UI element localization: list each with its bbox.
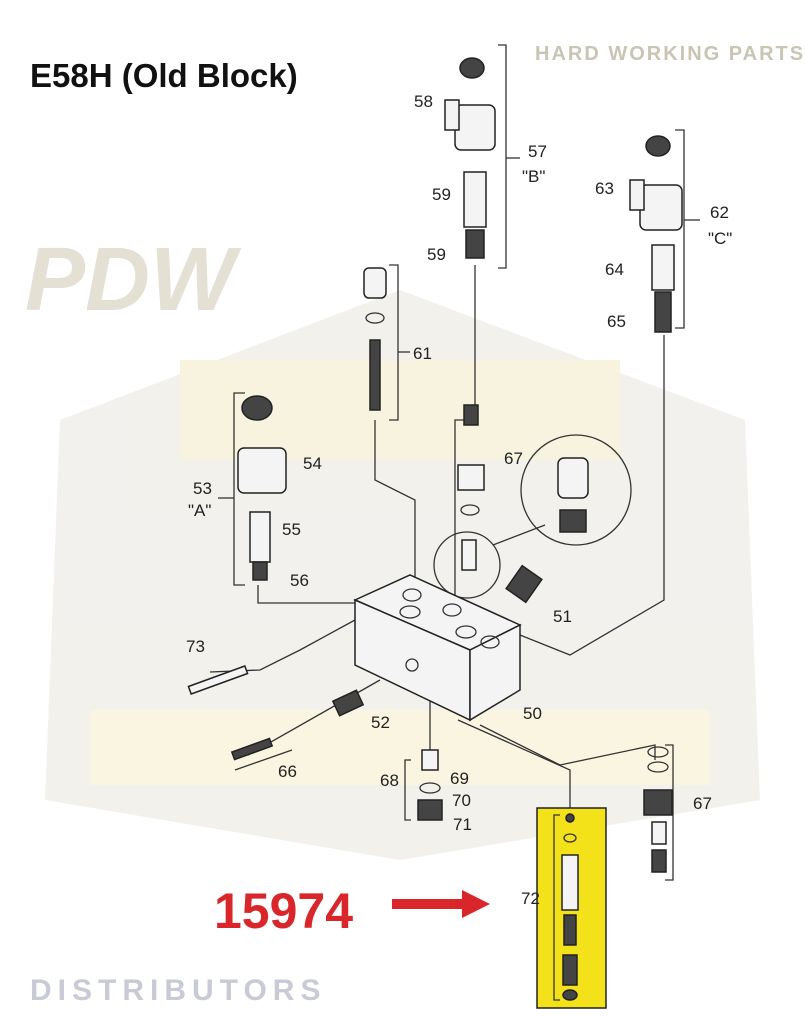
watermark: HARD WORKING PARTS PDW DISTRIBUTORS <box>25 43 805 1007</box>
callout-72: 72 <box>521 889 540 908</box>
highlighted-part-72 <box>536 807 607 1009</box>
callout-51: 51 <box>553 607 572 626</box>
callout-67: 67 <box>693 794 712 813</box>
callout-54: 54 <box>303 454 322 473</box>
callout-c: "C" <box>708 229 732 248</box>
callout-55: 55 <box>282 520 301 539</box>
callout-59: 59 <box>432 185 451 204</box>
callout-59: 59 <box>427 245 446 264</box>
solenoid-valve-c <box>629 135 683 333</box>
callout-b: "B" <box>522 167 545 186</box>
callout-57: 57 <box>528 142 547 161</box>
callout-61: 61 <box>413 344 432 363</box>
relief-valve-67 <box>457 404 589 571</box>
callout-52: 52 <box>371 713 390 732</box>
callout-71: 71 <box>453 815 472 834</box>
callout-66: 66 <box>278 762 297 781</box>
solenoid-valve-b <box>444 57 496 259</box>
callout-a: "A" <box>188 501 211 520</box>
watermark-arc-text: HARD WORKING PARTS <box>535 43 805 65</box>
callout-70: 70 <box>452 791 471 810</box>
callout-65: 65 <box>607 312 626 331</box>
check-valve-61 <box>363 267 387 411</box>
watermark-tagline: DISTRIBUTORS <box>30 974 326 1007</box>
callout-labels: 58 57 "B" 59 59 63 62 "C" 64 65 61 67 53… <box>186 92 732 908</box>
callout-64: 64 <box>605 260 624 279</box>
part-number: 15974 <box>214 883 353 939</box>
callout-63: 63 <box>595 179 614 198</box>
callout-73: 73 <box>186 637 205 656</box>
red-arrow-icon <box>392 890 490 918</box>
callout-56: 56 <box>290 571 309 590</box>
callout-67: 67 <box>504 449 523 468</box>
solenoid-valve-a <box>237 395 287 581</box>
watermark-background <box>45 290 760 860</box>
callout-68: 68 <box>380 771 399 790</box>
callout-53: 53 <box>193 479 212 498</box>
small-parts <box>187 564 673 873</box>
callout-69: 69 <box>450 769 469 788</box>
manifold-block-50 <box>353 574 522 722</box>
callout-50: 50 <box>523 704 542 723</box>
diagram-title: E58H (Old Block) <box>30 57 298 94</box>
callout-62: 62 <box>710 203 729 222</box>
watermark-logo: PDW <box>25 230 242 330</box>
callout-58: 58 <box>414 92 433 111</box>
